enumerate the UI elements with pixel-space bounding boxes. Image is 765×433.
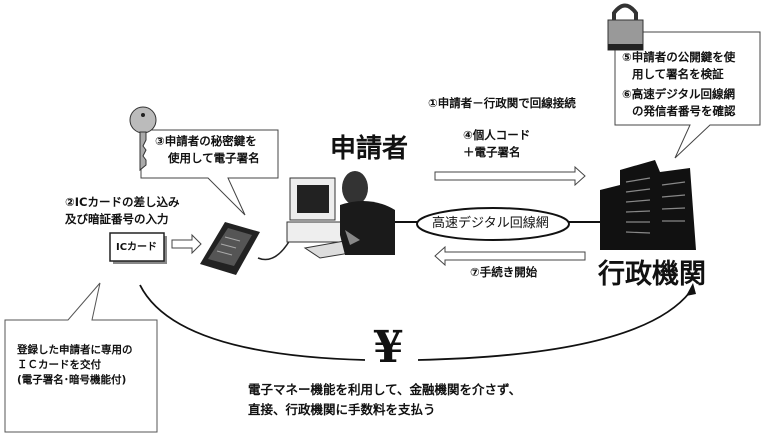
callout-registration	[4, 282, 158, 433]
payment-arrowhead	[686, 283, 696, 296]
return-arrow	[434, 245, 586, 267]
ic-card-label: ICカード	[116, 242, 158, 253]
step3-text: ③申請者の秘密鍵を使用して電子署名	[155, 134, 260, 165]
key-icon	[129, 106, 157, 172]
network-label: 高速デジタル回線網	[432, 216, 549, 231]
payment-curve-right	[417, 291, 691, 361]
lock-icon	[607, 3, 644, 51]
send-arrow	[434, 165, 586, 187]
step5-text: ⑤申請者の公開鍵を使用して署名を検証	[622, 50, 736, 81]
ic-card-icon	[109, 232, 167, 264]
agency-label: 行政機関	[598, 259, 706, 290]
insert-arrow	[171, 233, 202, 255]
yen-symbol: ¥	[373, 322, 404, 373]
network-ellipse	[416, 207, 570, 241]
payment-note: 電子マネー機能を利用して、金融機関を介さず、直接、行政機関に手数料を支払う	[248, 382, 522, 417]
step2-text: ②ICカードの差し込み及び暗証番号の入力	[65, 195, 180, 226]
payment-curve	[139, 284, 366, 361]
building-icon	[600, 160, 696, 250]
step1-text: ①申請者－行政関で回線接続	[428, 96, 576, 110]
reader-cable	[257, 239, 291, 261]
step7-text: ⑦手続き開始	[470, 265, 538, 279]
step6-text: ⑥高速デジタル回線網の発信者番号を確認	[622, 87, 736, 118]
step4-text: ④個人コード＋電子署名	[463, 128, 531, 159]
card-reader-icon	[200, 222, 260, 275]
callout-step3	[140, 129, 279, 216]
callout-step5-6	[614, 31, 761, 159]
applicant-label: 申請者	[330, 134, 409, 164]
person-icon	[340, 171, 395, 255]
